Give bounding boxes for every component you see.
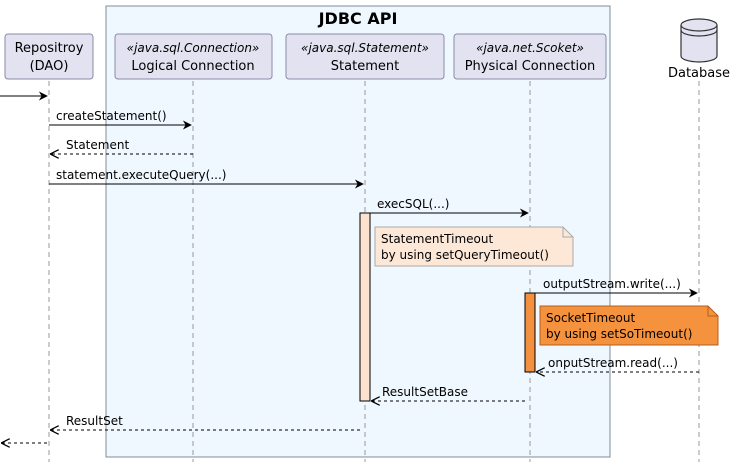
database-icon [680,18,718,63]
participant-statement: «java.sql.Statement» Statement [285,33,445,80]
message-create-statement-label: createStatement() [56,109,167,123]
message-execute-query-label: statement.executeQuery(...) [56,168,226,182]
message-result-set-label: ResultSet [66,414,123,428]
participant-socket-stereotype: «java.net.Scoket» [476,41,584,55]
participant-statement-name: Statement [331,59,399,74]
participant-socket: «java.net.Scoket» Physical Connection [453,33,607,80]
note-statement-timeout-line2: by using setQueryTimeout() [381,248,549,262]
activation-socket [524,292,536,373]
participant-database: Database [668,18,730,81]
box-title: JDBC API [318,9,398,28]
participant-database-name: Database [668,66,730,81]
message-output-write-label: outputStream.write(...) [543,277,681,291]
message-statement-return-label: Statement [66,138,129,152]
activation-statement [359,212,371,402]
note-statement-timeout-line1: StatementTimeout [381,232,493,246]
participant-statement-stereotype: «java.sql.Statement» [301,41,429,55]
participant-connection: «java.sql.Connection» Logical Connection [114,33,273,80]
note-statement-timeout: StatementTimeout by using setQueryTimeou… [374,226,574,267]
message-input-read-label: onputStream.read(...) [548,356,678,370]
participant-dao-line1: Repositroy [15,41,84,56]
message-result-set-base-label: ResultSetBase [382,385,468,399]
participant-socket-name: Physical Connection [465,59,596,74]
participant-connection-name: Logical Connection [131,59,254,74]
note-socket-timeout: SocketTimeout by using setSoTimeout() [539,305,719,346]
note-socket-timeout-line1: SocketTimeout [546,311,635,325]
participant-dao: Repositroy (DAO) [4,33,94,80]
participant-dao-line2: (DAO) [30,59,69,74]
message-exec-sql-label: execSQL(...) [377,197,449,211]
messages: createStatement() Statement statement.ex… [0,91,699,443]
participant-connection-stereotype: «java.sql.Connection» [127,41,260,55]
note-socket-timeout-line2: by using setSoTimeout() [546,327,692,341]
